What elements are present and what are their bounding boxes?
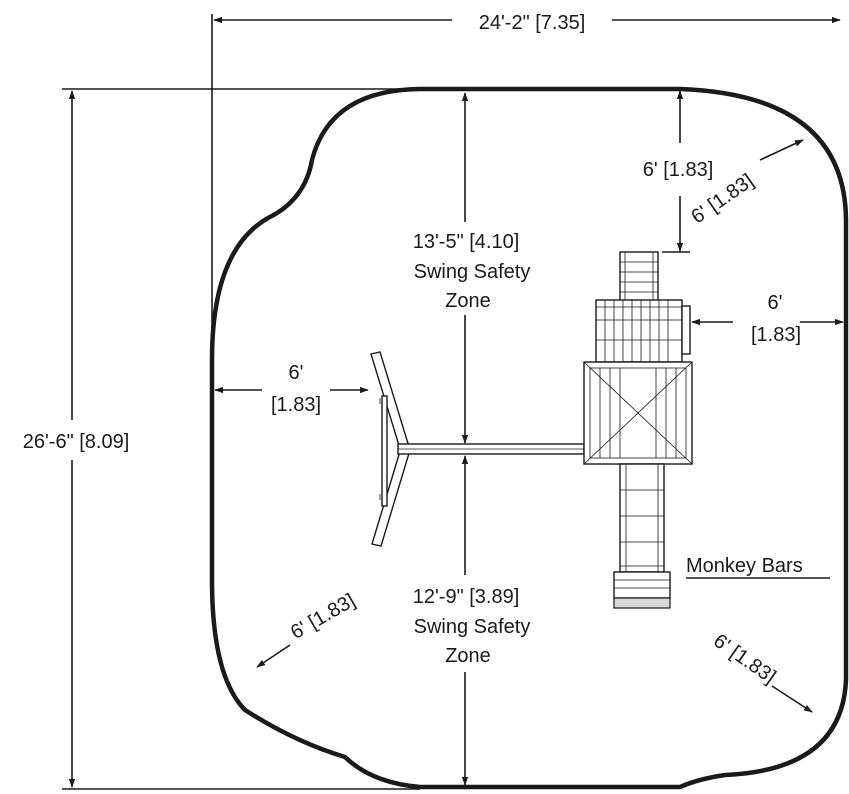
top-right-diagonal-arrow (759, 139, 804, 161)
right-side-label-line2: [1.83] (751, 324, 801, 346)
bottom-left-diagonal-arrow (256, 644, 291, 668)
overall-depth-label: 26'-6" [8.09] (23, 431, 130, 453)
bottom-right-diagonal-label: 6' [1.83] (709, 630, 779, 688)
swing-a-frame (370, 351, 411, 547)
swing-zone-bottom-label-line1: Swing Safety (414, 616, 531, 638)
right-side-label-line1: 6' (768, 292, 783, 314)
swing-zone-top-label-line2: Zone (445, 290, 491, 312)
safety-zone-outline (209, 86, 849, 790)
upper-deck (595, 299, 691, 363)
top-right-vertical-label: 6' [1.83] (643, 159, 714, 181)
swing-beam (397, 443, 585, 455)
bottom-left-diagonal-label: 6' [1.83] (287, 590, 359, 644)
bottom-right-diagonal-arrow (771, 685, 813, 713)
swing-zone-bottom-dimension: 12'-9" [3.89] (413, 586, 520, 608)
monkey-bars-base (613, 571, 671, 609)
main-tower (583, 361, 693, 465)
swing-zone-top-label-line1: Swing Safety (414, 261, 531, 283)
left-side-label-line2: [1.83] (271, 394, 321, 416)
monkey-bars-callout-label: Monkey Bars (686, 555, 803, 577)
left-side-label-line1: 6' (289, 362, 304, 384)
swing-zone-bottom-label-line2: Zone (445, 645, 491, 667)
overall-width-label: 24'-2" [7.35] (479, 12, 586, 34)
monkey-bars (619, 463, 665, 573)
upper-ladder (619, 251, 659, 303)
swing-zone-top-dimension: 13'-5" [4.10] (413, 231, 520, 253)
